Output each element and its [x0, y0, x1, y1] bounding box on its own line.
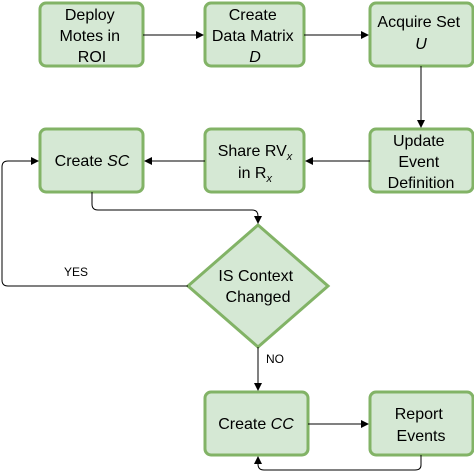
acquire-set-box — [368, 1, 474, 68]
create-cc-text: Create CC — [218, 416, 294, 433]
edge-report-to-create-cc — [254, 455, 422, 471]
edge-decision-yes-loop — [1, 157, 188, 287]
acquire-set-text: Acquire Set U — [377, 14, 464, 53]
report-events-text: Report Events — [395, 406, 447, 445]
report-events-box — [368, 390, 474, 457]
context-changed-decision — [185, 223, 331, 349]
deploy-motes-text: Deploy Motes in ROI — [60, 7, 125, 66]
edge-create-sc-to-decision — [91, 192, 262, 224]
create-sc-text: Create SC — [55, 153, 130, 170]
yes-label: YES — [64, 265, 88, 279]
create-data-matrix-text: Create Data Matrix D — [212, 7, 298, 66]
share-rv-text: Share RVx​in Rx​ — [218, 143, 293, 185]
decision-text: IS Context Changed — [218, 268, 297, 306]
no-label: NO — [266, 352, 284, 366]
update-event-definition-text: Update Event Definition — [388, 133, 455, 192]
